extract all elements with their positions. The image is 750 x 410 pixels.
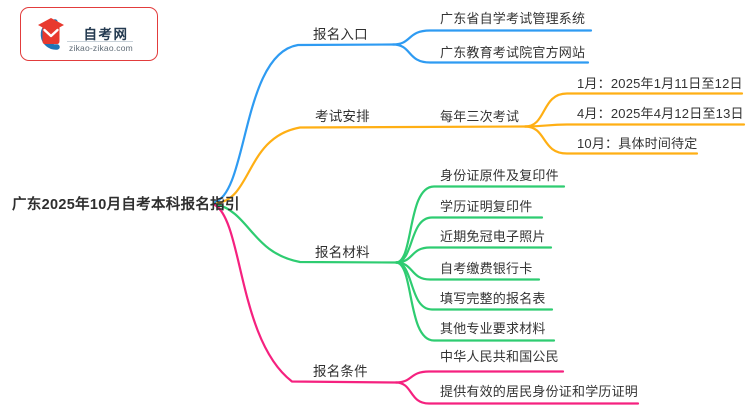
line-entry-main (213, 43, 395, 204)
line-schedule-main (215, 125, 527, 205)
node-material-form: 填写完整的报名表 (440, 291, 546, 306)
line-material-1 (394, 185, 566, 264)
line-requirement-2 (394, 381, 640, 405)
node-material-other: 其他专业要求材料 (440, 321, 546, 336)
branch-lines-requirements (213, 203, 640, 405)
site-name: 自考网 (83, 27, 129, 42)
node-date-january: 1月：2025年1月11日至12日 (577, 76, 743, 91)
node-requirement-id-proof: 提供有效的居民身份证和学历证明 (440, 384, 639, 399)
site-domain: zikao-zikao.com (69, 43, 133, 53)
line-material-6 (394, 261, 556, 342)
node-material-education-cert: 学历证明复印件 (440, 199, 533, 214)
logo-divider (67, 41, 133, 42)
node-entry-website: 广东教育考试院官方网站 (440, 45, 586, 60)
line-entry-child-2 (391, 43, 590, 64)
node-material-photo: 近期免冠电子照片 (440, 229, 546, 244)
branch-lines-entry (213, 29, 593, 204)
branch-lines-schedule (215, 92, 746, 205)
node-exams-per-year: 每年三次考试 (440, 109, 520, 124)
node-branch-schedule: 考试安排 (315, 109, 370, 124)
node-entry-system: 广东省自学考试管理系统 (440, 11, 586, 26)
graduation-cap-icon (38, 18, 64, 50)
node-root-topic: 广东2025年10月自考本科报名指引 (12, 197, 240, 213)
line-schedule-april (523, 123, 746, 128)
line-entry-child-1 (391, 29, 593, 46)
node-branch-materials: 报名材料 (315, 245, 370, 260)
line-requirement-1 (394, 370, 565, 384)
line-requirements-main (213, 203, 398, 384)
node-date-april: 4月：2025年4月12日至13日 (577, 106, 744, 121)
line-schedule-october (523, 125, 699, 155)
node-branch-requirements: 报名条件 (313, 364, 368, 379)
line-materials-main (214, 202, 398, 264)
node-branch-entry: 报名入口 (313, 27, 368, 42)
node-date-october: 10月：具体时间待定 (577, 136, 698, 151)
node-material-bank-card: 自考缴费银行卡 (440, 261, 533, 276)
line-material-2 (394, 216, 544, 264)
line-schedule-january (523, 92, 744, 128)
site-logo-badge: 自考网 zikao-zikao.com (20, 7, 158, 61)
node-requirement-citizen: 中华人民共和国公民 (440, 349, 559, 364)
node-material-id-card: 身份证原件及复印件 (440, 168, 559, 183)
branch-lines-materials (214, 185, 566, 342)
